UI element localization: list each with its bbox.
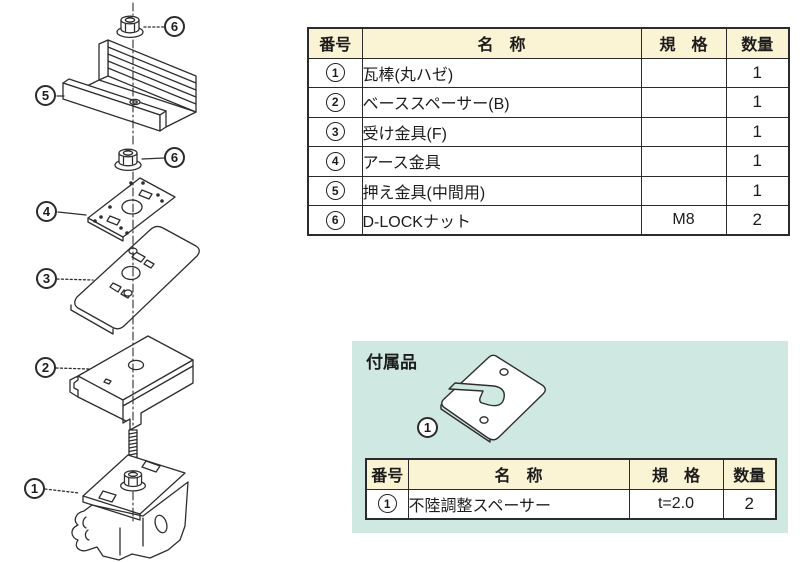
part-qty: 1 [725, 57, 790, 88]
part-spec [640, 175, 727, 206]
part-name: ベーススペーサー(B) [361, 87, 642, 118]
callout-2: 2 [35, 357, 56, 378]
part-name: D-LOCKナット [361, 205, 642, 236]
accessory-table: 番号 名 称 規 格 数量 1 不陸調整スペーサー t=2.0 2 [365, 458, 777, 520]
callout-5: 5 [35, 85, 56, 106]
row-number-badge: 3 [325, 122, 345, 142]
header-name: 名 称 [361, 27, 642, 59]
accessory-panel: 付属品 1 番号 名 称 規 格 数量 1 不陸調整スペーサー t=2.0 2 [352, 341, 788, 533]
header-spec: 規 格 [640, 27, 727, 59]
part-spec: M8 [640, 205, 727, 236]
table-row: 2 ベーススペーサー(B) 1 [307, 87, 790, 118]
accessory-callout-1: 1 [417, 417, 438, 438]
row-number-badge: 4 [325, 151, 345, 171]
part-spec [640, 146, 727, 177]
part-qty: 2 [722, 488, 777, 520]
part-6-dlock-nut-mid [114, 148, 142, 172]
row-number-badge: 5 [325, 181, 345, 201]
part-3-receiver-plate [70, 225, 200, 335]
spacer-diagram [440, 354, 546, 443]
table-row: 1 不陸調整スペーサー t=2.0 2 [365, 488, 777, 520]
part-1-roof-clamp [71, 429, 189, 561]
part-name: 瓦棒(丸ハゼ) [361, 57, 642, 88]
part-name: 押え金具(中間用) [361, 175, 642, 206]
part-qty: 2 [725, 205, 790, 236]
part-name: 不陸調整スペーサー [407, 488, 630, 520]
row-number-badge: 6 [325, 210, 345, 230]
header-quantity: 数量 [722, 458, 777, 490]
row-number-badge: 2 [325, 92, 345, 112]
part-6-dlock-nut-top [116, 15, 144, 39]
table-row: 1 瓦棒(丸ハゼ) 1 [307, 57, 790, 88]
table-row: 6 D-LOCKナット M8 2 [307, 205, 790, 236]
part-name: 受け金具(F) [361, 116, 642, 147]
table-row: 5 押え金具(中間用) 1 [307, 175, 790, 206]
exploded-view-diagram [44, 2, 200, 561]
part-spec [640, 116, 727, 147]
part-qty: 1 [725, 146, 790, 177]
callout-4: 4 [36, 201, 57, 222]
header-number: 番号 [365, 458, 409, 490]
table-row: 4 アース金具 1 [307, 146, 790, 177]
row-number-badge: 1 [377, 494, 397, 514]
header-quantity: 数量 [725, 27, 790, 59]
leader-lines [44, 26, 165, 494]
part-4-earth-plate [87, 177, 176, 242]
part-name: アース金具 [361, 146, 642, 177]
parts-table-header: 番号 名 称 規 格 数量 [307, 27, 790, 59]
part-2-base-spacer [69, 335, 194, 431]
part-qty: 1 [725, 116, 790, 147]
part-spec [640, 57, 727, 88]
parts-table: 番号 名 称 規 格 数量 1 瓦棒(丸ハゼ) 1 2 ベーススペーサー(B) … [307, 27, 790, 236]
accessory-title: 付属品 [366, 353, 417, 372]
accessory-table-header: 番号 名 称 規 格 数量 [365, 458, 777, 490]
row-number-badge: 1 [325, 63, 345, 83]
callout-1: 1 [24, 478, 45, 499]
header-spec: 規 格 [628, 458, 724, 490]
callout-6-mid: 6 [164, 147, 185, 168]
callout-3: 3 [36, 268, 57, 289]
part-spec [640, 87, 727, 118]
part-5-holder-bracket [62, 39, 197, 132]
part-qty: 1 [725, 87, 790, 118]
callout-6-top: 6 [164, 16, 185, 37]
part-qty: 1 [725, 175, 790, 206]
header-number: 番号 [307, 27, 363, 59]
header-name: 名 称 [407, 458, 630, 490]
part-spec: t=2.0 [628, 488, 724, 520]
table-row: 3 受け金具(F) 1 [307, 116, 790, 147]
